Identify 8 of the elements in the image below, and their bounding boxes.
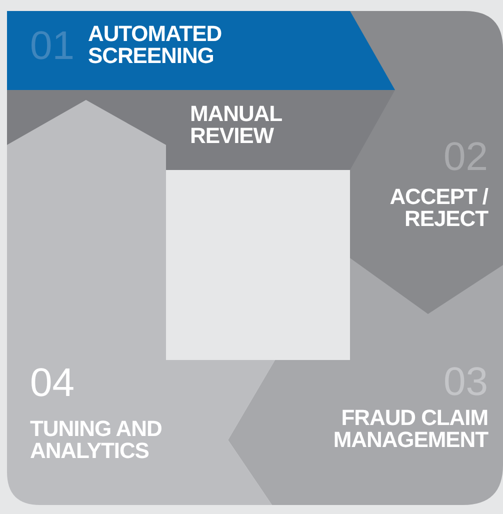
chevron-band (7, 90, 395, 170)
step-title: AUTOMATED SCREENING (88, 23, 223, 67)
step-number: 04 (30, 363, 76, 403)
step-title: TUNING AND ANALYTICS (30, 418, 163, 462)
step-title: MANUAL REVIEW (190, 103, 283, 147)
chevron-band (7, 11, 395, 90)
step-title: FRAUD CLAIM MANAGEMENT (332, 407, 488, 451)
step-title: ACCEPT / REJECT (388, 186, 488, 230)
